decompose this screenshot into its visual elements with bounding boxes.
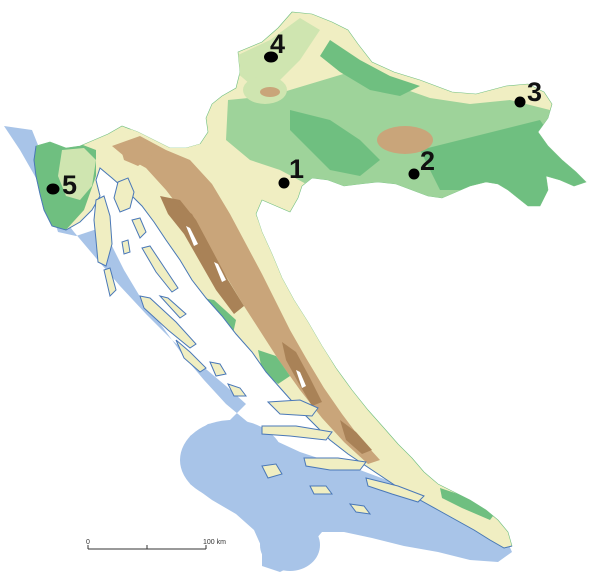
island-dugi — [139, 295, 197, 349]
island-hvar — [261, 425, 333, 441]
island-small-3 — [121, 239, 131, 255]
marker-dot-4 — [264, 51, 278, 63]
island-korcula — [303, 457, 367, 471]
island-ugljan — [158, 295, 187, 319]
marker-label-4: 4 — [270, 29, 285, 59]
marker-label-1: 1 — [289, 154, 304, 184]
scale-bar: 0 100 km — [86, 539, 226, 550]
peak-1 — [186, 226, 198, 246]
island-vis — [261, 463, 283, 479]
island-krk — [113, 177, 135, 213]
marker-label-3: 3 — [527, 77, 542, 107]
peak-2 — [214, 262, 226, 282]
sea-bulge-south — [180, 420, 284, 500]
marker-label-2: 2 — [420, 146, 435, 176]
istria-upland — [58, 148, 96, 200]
island-elafiti — [348, 503, 372, 515]
lowland-drava — [320, 40, 420, 96]
elevation-layers — [34, 18, 586, 520]
high-mountain-3 — [340, 420, 372, 454]
lowland-sava — [290, 110, 380, 176]
high-mountain-1 — [178, 206, 216, 262]
scale-bar-end-label: 100 km — [203, 539, 226, 546]
island-brac — [266, 399, 319, 417]
marker-dot-1 — [278, 177, 290, 189]
high-mountain-2 — [282, 342, 322, 406]
mountain-papuk — [377, 126, 433, 154]
location-marker-5: 5 — [46, 170, 77, 200]
sea-bulge-south-2 — [260, 519, 320, 571]
peak-3 — [296, 370, 306, 388]
island-lastovo — [309, 485, 333, 495]
marker-label-5: 5 — [62, 170, 77, 200]
islands — [93, 177, 425, 515]
high-mountain-4 — [120, 140, 152, 166]
island-cres — [93, 195, 113, 267]
coastal-lowland-2 — [258, 350, 290, 384]
upland-north — [236, 18, 320, 84]
location-marker-3: 3 — [514, 77, 542, 108]
mountain-medvednica — [260, 87, 280, 97]
island-kornati — [175, 339, 207, 373]
island-mljet — [365, 477, 425, 503]
coastal-lowland-3 — [440, 488, 496, 520]
island-pag — [141, 245, 179, 293]
location-markers: 1 2 3 4 5 — [46, 29, 542, 200]
dinaric-mountains — [112, 136, 380, 464]
island-small-2 — [227, 383, 247, 397]
island-rab — [131, 217, 147, 239]
island-small-1 — [209, 361, 227, 377]
location-marker-2: 2 — [408, 146, 435, 180]
marker-dot-2 — [408, 168, 420, 180]
location-marker-4: 4 — [264, 29, 285, 63]
marker-dot-5 — [46, 183, 60, 195]
island-losinj — [103, 267, 117, 297]
scale-bar-start-label: 0 — [86, 539, 90, 546]
marker-dot-3 — [514, 96, 526, 108]
location-marker-1: 1 — [278, 154, 304, 189]
